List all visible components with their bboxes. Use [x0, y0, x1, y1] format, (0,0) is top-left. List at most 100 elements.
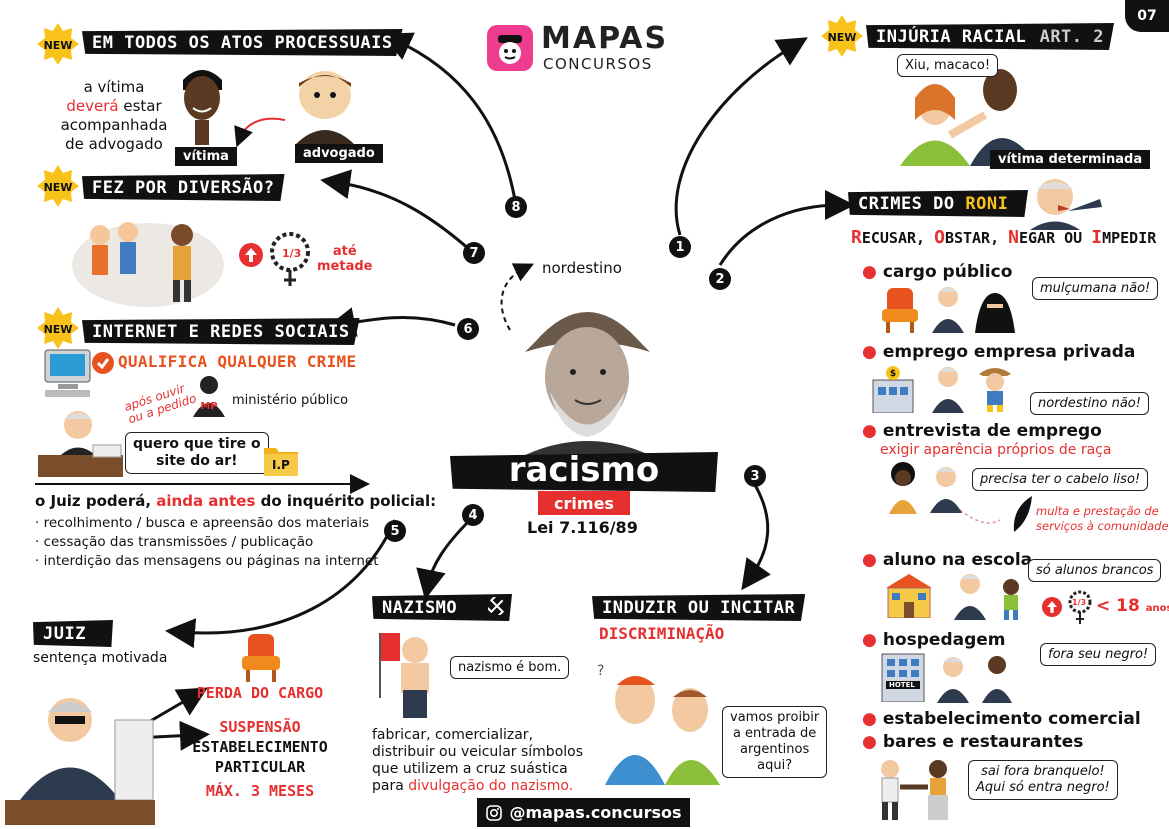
s2-item-bubble: sai fora branquelo! Aqui só entra negro!	[968, 760, 1118, 800]
s2-item-bubble: só alunos brancos	[1028, 559, 1162, 582]
s4-text-red: divulgação do nazismo.	[408, 778, 574, 794]
s2-title-bar: CRIMES DO RONI	[848, 190, 1028, 217]
page-number: 07	[1137, 8, 1157, 24]
s7-fraction: 1/3	[282, 247, 302, 260]
s6-mp-text: ministério público	[232, 393, 349, 408]
s4-text-c: que utilizem a cruz suástica	[372, 761, 568, 777]
s5-max: MÁX. 3 MESES	[205, 782, 315, 800]
s2-item-title-text: cargo público	[882, 262, 1013, 282]
s6-item: · recolhimento / busca e apreensão dos m…	[35, 515, 369, 531]
s2-verb-initial: N	[1008, 227, 1019, 248]
nordestino-label: nordestino	[542, 259, 622, 277]
s6-judge-text: o Juiz poderá, ainda antes do inquérito …	[35, 492, 436, 510]
nazi-figure	[375, 628, 445, 723]
s2-item-bubble-b: Aqui só entra negro!	[976, 780, 1110, 795]
arrow-nordestino	[500, 263, 535, 331]
s2-item-note-b: serviços à comunidade	[1036, 519, 1169, 533]
s6-judge-bubble-b: site do ar!	[156, 453, 238, 469]
s2-item-title-text: bares e restaurantes	[882, 732, 1084, 752]
instagram-icon	[485, 804, 502, 821]
chair-icon	[880, 285, 920, 333]
s6-judge-text-a: o Juiz poderá,	[35, 492, 157, 510]
rosary-icon	[1066, 590, 1094, 626]
s2-item-title-text: hospedagem	[882, 630, 1006, 650]
new-badge-icon: NEW	[37, 23, 79, 65]
student-icon	[998, 578, 1024, 620]
judge-desk-figure	[38, 405, 123, 477]
s4-text-b: distribuir ou veicular símbolos	[372, 744, 584, 760]
center-subtitle-text: crimes	[554, 493, 614, 513]
s2-verb-initial: O	[934, 227, 945, 248]
s1-title: INJÚRIA RACIAL	[876, 27, 1027, 47]
s6-title: INTERNET E REDES SOCIAIS	[82, 318, 360, 345]
s2-title-b: RONI	[965, 194, 1009, 214]
arrow-5	[165, 519, 397, 649]
step-8: 8	[505, 196, 527, 218]
s1-art: ART. 2	[1039, 27, 1104, 47]
s2-verb-rest: EGAR OU	[1019, 229, 1092, 247]
s2-item-bubble: mulçumana não!	[1032, 277, 1159, 300]
s3-bubble-d: aqui?	[757, 758, 793, 773]
s3-bubble-b: a entrada de	[732, 726, 817, 741]
s3-bubble: vamos proibir a entrada de argentinos aq…	[722, 706, 828, 778]
s3-title: INDUZIR OU INCITAR	[592, 594, 806, 621]
s2-item-title-text: emprego empresa privada	[882, 342, 1136, 362]
check-icon	[92, 352, 114, 374]
central-portrait	[515, 282, 660, 460]
yelling-man-icon	[930, 285, 966, 333]
s2-item-age-unit: anos	[1145, 603, 1169, 614]
judge-figure	[5, 690, 155, 825]
hotel-icon	[878, 650, 928, 703]
s7-increase-b: metade	[317, 259, 373, 274]
s4-text: fabricar, comercializar, distribuir ou v…	[372, 727, 583, 795]
afro-man-icon	[885, 462, 921, 514]
s2-item-fraction: 1/3	[1072, 598, 1087, 607]
logo-mascot-icon	[487, 25, 533, 71]
footer-handle: @mapas.concursos	[509, 803, 682, 822]
new-badge-icon: NEW	[37, 165, 79, 207]
veiled-woman-icon	[970, 288, 1020, 333]
s8-text: a vítima deverá estar acompanhada de adv…	[55, 78, 173, 154]
s5-loss: PERDA DO CARGO	[196, 684, 324, 702]
lawyer-label: advogado	[295, 144, 383, 163]
step-4: 4	[462, 504, 484, 526]
arrow-1	[674, 37, 808, 236]
s7-increase-a: até	[332, 244, 357, 259]
s8-line2-rest: estar	[118, 97, 162, 115]
s2-verbs: RECUSAR, OBSTAR, NEGAR OU IMPEDIR	[851, 227, 1156, 248]
step-6: 6	[457, 318, 479, 340]
center-subtitle: crimes	[538, 491, 630, 515]
new-badge-icon: NEW	[37, 307, 79, 349]
angry-man-icon	[1030, 175, 1105, 230]
s2-item-note-a: multa e prestação de	[1036, 504, 1159, 518]
brand-logo: MAPAS CONCURSOS	[487, 21, 687, 75]
increase-arrow-icon	[1042, 597, 1062, 617]
s3-bubble-a: vamos proibir	[730, 710, 820, 725]
s2-item-title: ●emprego empresa privada	[862, 342, 1136, 362]
racial-injury-figure	[890, 60, 1040, 166]
s2-item-title-text: aluno na escola	[882, 550, 1033, 570]
lawyer-figure	[290, 65, 360, 145]
s5-estab: ESTABELECIMENTO	[192, 738, 328, 756]
brand-line2: CONCURSOS	[543, 55, 653, 73]
arrow-4	[416, 518, 472, 600]
s1-victim: vítima determinada	[990, 150, 1151, 169]
svg-text:NEW: NEW	[44, 181, 73, 194]
page-number-tab: 07	[1125, 0, 1169, 32]
s2-item-bubble: fora seu negro!	[1040, 643, 1157, 666]
increase-arrow-icon	[239, 243, 263, 267]
s5-sentence: sentença motivada	[33, 650, 168, 666]
s7-title: FEZ POR DIVERSÃO?	[82, 174, 285, 201]
mp-figure-icon: MP	[190, 375, 228, 417]
s2-item-title: ●hospedagem	[862, 630, 1006, 650]
s2-item-sub: exigir aparência próprios de raça	[880, 442, 1112, 458]
s2-item-title: ●estabelecimento comercial	[862, 709, 1141, 729]
s2-item-bubble: precisa ter o cabelo liso!	[972, 468, 1149, 491]
bullying-kids-figure	[70, 210, 225, 308]
s5-outcomes: PERDA DO CARGO SUSPENSÃO ESTABELECIMENTO…	[186, 683, 334, 801]
mp-label: MP	[200, 401, 217, 412]
chair-icon	[240, 630, 282, 682]
folder-icon	[262, 440, 300, 478]
s1-bubble: Xiu, macaco!	[897, 54, 999, 77]
brand-line1: MAPAS	[541, 21, 669, 56]
